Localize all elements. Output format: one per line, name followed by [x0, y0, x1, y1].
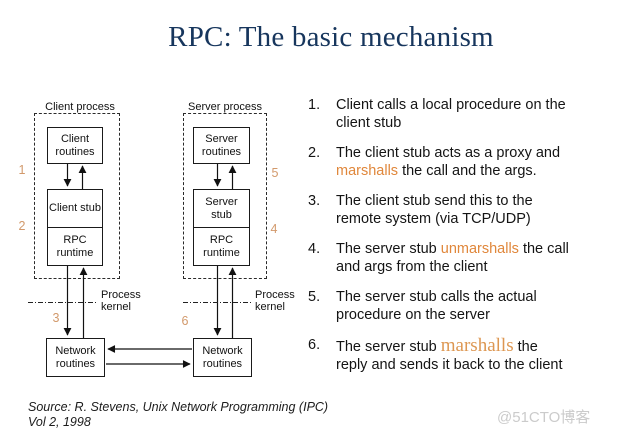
- step-text: The server stub unmarshalls the call and…: [336, 241, 628, 276]
- step-marker-6: 6: [181, 314, 189, 328]
- step-text-segment: The client stub send this to the remote …: [336, 193, 533, 227]
- slide-title: RPC: The basic mechanism: [168, 21, 494, 53]
- kernel-divider-left-label: Process kernel: [101, 289, 141, 313]
- client-process-label: Client process: [45, 101, 115, 113]
- process-label-right: Process: [255, 289, 295, 301]
- step-item: 6. The server stub marshalls the reply an…: [308, 335, 630, 374]
- step-number: 4.: [308, 241, 321, 257]
- network-routines-right-label: Network routines: [202, 345, 243, 370]
- steps-list: 1. Client calls a local procedure on the …: [308, 97, 630, 387]
- client-stub-cell: Client stub: [48, 190, 102, 228]
- step-text-segment: The client stub acts as a proxy and: [336, 145, 561, 161]
- server-rpc-runtime-label: RPC runtime: [203, 234, 240, 259]
- client-stub-runtime-box: Client stub RPC runtime: [47, 189, 103, 266]
- process-label-left: Process: [101, 289, 141, 301]
- kernel-label-right: kernel: [255, 300, 285, 313]
- step-text: The server stub marshalls the reply and …: [336, 335, 628, 374]
- step-text-segment: the call and args from the client: [336, 241, 569, 275]
- step-item: 1. Client calls a local procedure on the …: [308, 97, 630, 132]
- client-stub-label: Client stub: [49, 202, 101, 215]
- step-text-segment: The server stub: [336, 241, 441, 257]
- source-line-1: Source: R. Stevens, Unix Network Program…: [28, 400, 329, 414]
- client-routines-box: Client routines: [47, 127, 103, 164]
- step-marker-4: 4: [270, 222, 278, 236]
- step-text-segment: Client calls a local procedure on the cl…: [336, 97, 566, 131]
- step-text: Client calls a local procedure on the cl…: [336, 97, 628, 132]
- server-stub-runtime-box: Server stub RPC runtime: [193, 189, 250, 266]
- step-marker-2: 2: [18, 219, 26, 233]
- step-item: 4. The server stub unmarshalls the call a…: [308, 241, 630, 276]
- step-number: 2.: [308, 145, 321, 161]
- source-citation: Source: R. Stevens, Unix Network Program…: [28, 400, 328, 430]
- step-item: 3. The client stub send this to the remot…: [308, 193, 630, 228]
- client-rpc-runtime-label: RPC runtime: [56, 234, 94, 259]
- server-stub-label: Server stub: [205, 196, 238, 221]
- server-process-label: Server process: [188, 101, 262, 113]
- server-routines-box: Server routines: [193, 127, 250, 164]
- client-routines-label: Client routines: [55, 133, 95, 158]
- network-routines-left-box: Network routines: [46, 338, 105, 377]
- step-number: 5.: [308, 289, 321, 305]
- step-number: 1.: [308, 97, 321, 113]
- network-routines-right-box: Network routines: [193, 338, 252, 377]
- step-keyword: marshalls: [440, 335, 514, 356]
- source-line-2: Vol 2, 1998: [28, 415, 91, 429]
- step-text-segment: the reply and sends it back to the clien…: [336, 339, 563, 373]
- step-item: 2. The client stub acts as a proxy and ma…: [308, 145, 630, 180]
- server-rpc-runtime-cell: RPC runtime: [194, 228, 249, 265]
- step-number: 6.: [308, 337, 321, 353]
- step-text: The server stub calls the actual procedu…: [336, 289, 628, 324]
- step-text: The client stub send this to the remote …: [336, 193, 628, 228]
- network-routines-left-label: Network routines: [55, 345, 96, 370]
- kernel-divider-right-label: Process kernel: [255, 289, 295, 313]
- step-keyword: marshalls: [336, 162, 399, 179]
- client-rpc-runtime-cell: RPC runtime: [48, 228, 102, 265]
- step-text-segment: The server stub: [336, 339, 441, 355]
- watermark: @51CTO博客: [497, 409, 591, 426]
- step-number: 3.: [308, 193, 321, 209]
- step-item: 5. The server stub calls the actual proce…: [308, 289, 630, 324]
- kernel-label-left: kernel: [101, 300, 131, 313]
- step-text-segment: the call and the args.: [398, 162, 537, 179]
- step-marker-5: 5: [271, 166, 279, 180]
- step-text: The client stub acts as a proxy and mars…: [336, 145, 628, 180]
- step-text-segment: The server stub calls the actual procedu…: [336, 289, 537, 323]
- step-keyword: unmarshalls: [440, 241, 519, 257]
- server-routines-label: Server routines: [201, 133, 242, 158]
- step-marker-1: 1: [18, 163, 26, 177]
- server-stub-cell: Server stub: [194, 190, 249, 228]
- client-process-box: [34, 113, 120, 279]
- server-process-box: [183, 113, 267, 279]
- step-marker-3: 3: [52, 311, 60, 325]
